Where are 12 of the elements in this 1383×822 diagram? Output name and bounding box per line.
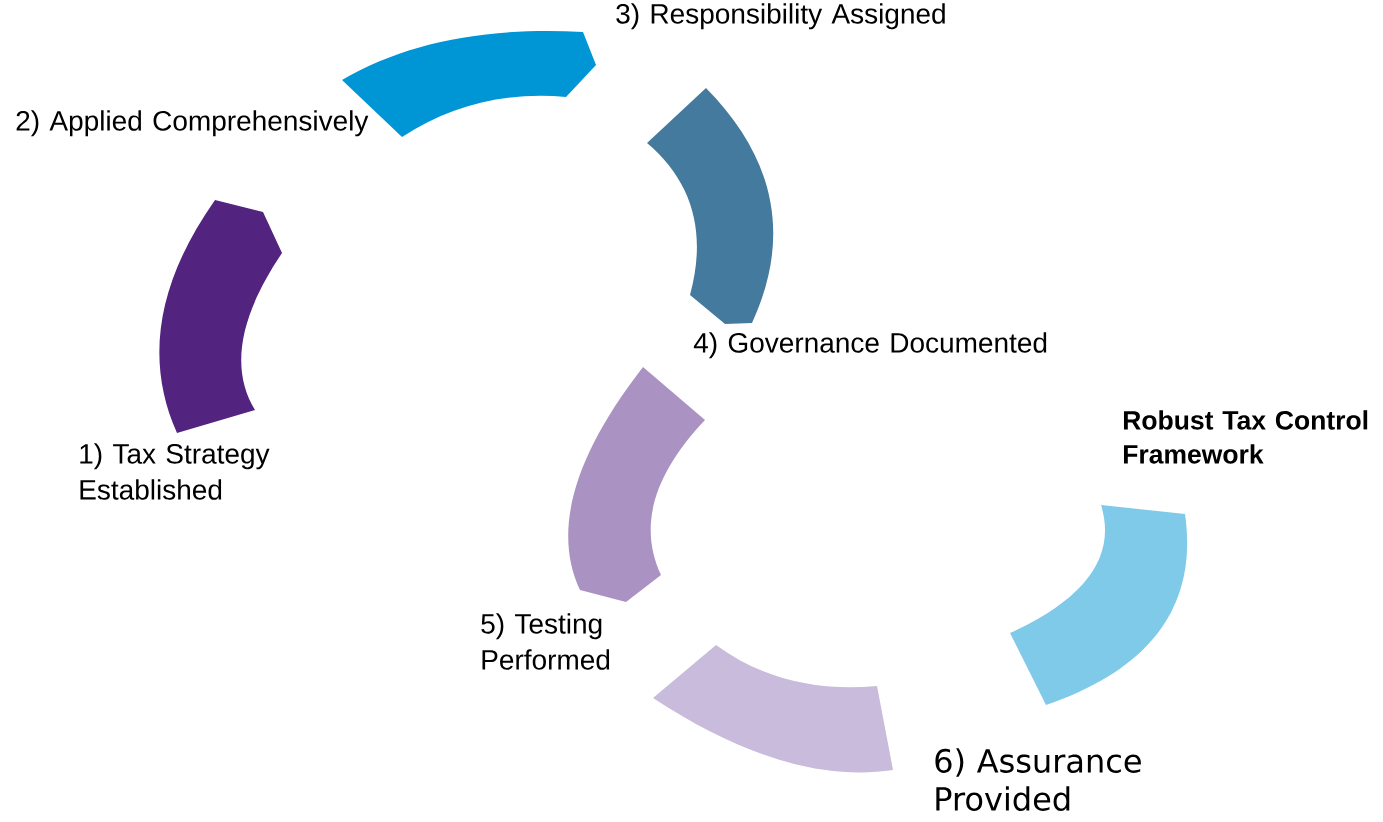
step-label: 3) Responsibility Assigned <box>616 3 945 30</box>
arc-segment <box>568 367 705 602</box>
step-label: 4) Governance Documented <box>693 332 1047 359</box>
arc-segment <box>159 200 282 433</box>
step-label: 5) Testing Performed <box>481 613 610 670</box>
step-label: 6) Assurance Provided <box>935 748 1141 811</box>
arc-segment <box>1010 505 1188 705</box>
arc-segment <box>647 88 774 324</box>
arc-segment <box>653 645 893 773</box>
step-label: 1) Tax Strategy Established <box>80 443 270 500</box>
framework-title: Robust Tax Control Framework <box>1124 410 1368 464</box>
step-label: 2) Applied Comprehensively <box>16 110 369 137</box>
